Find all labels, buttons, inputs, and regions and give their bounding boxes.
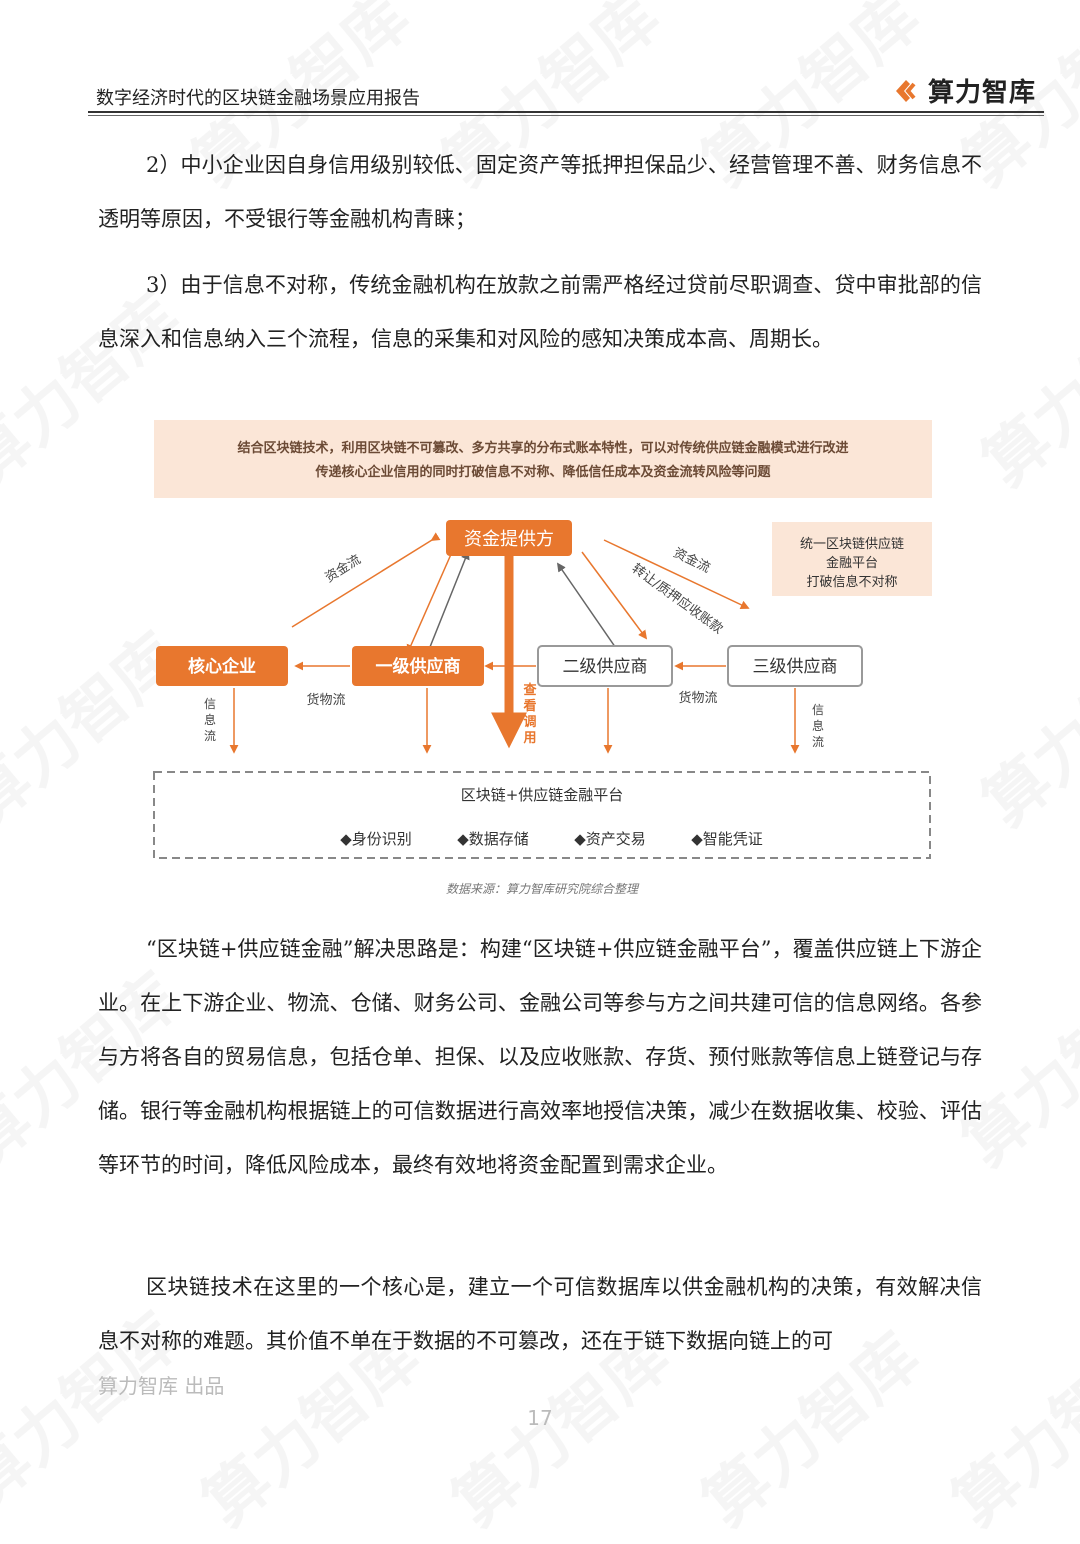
- note-line-1: 统一区块链供应链: [800, 536, 904, 552]
- platform-title: 区块链+供应链金融平台: [461, 786, 624, 804]
- note-line-3: 打破信息不对称: [806, 574, 897, 590]
- query-label-3: 调: [523, 715, 536, 730]
- node-capital-provider: [446, 520, 572, 556]
- capital-flow-label-left: 资金流: [322, 551, 364, 585]
- node-tier3-supplier: [727, 645, 863, 687]
- report-title: 数字经济时代的区块链金融场景应用报告: [96, 88, 420, 109]
- goods-flow-label-left: 货物流: [306, 692, 345, 708]
- info-flow-left-3: 流: [204, 729, 216, 743]
- intro-banner: [154, 420, 932, 498]
- node-tier2-supplier: [537, 645, 673, 687]
- provider-to-tier2-arrow: [581, 551, 648, 640]
- info-flow-right-3: 流: [812, 735, 824, 749]
- info-flow-left-1: 信: [204, 697, 216, 711]
- brand-chevron-icon: [895, 79, 916, 102]
- capital-flow-arrow-left: [291, 532, 441, 628]
- query-label-2: 看: [523, 698, 536, 714]
- banner-line-1: 结合区块链技术，利用区块链不可篡改、多方共享的分布式账本特性，可以对传统供应链金…: [237, 440, 848, 456]
- platform-feature-certificate: ◆智能凭证: [691, 830, 763, 848]
- goods-flow-label-right: 货物流: [678, 690, 717, 706]
- node-tier2-supplier-label: 二级供应商: [563, 657, 648, 677]
- capital-flow-label-right: 资金流: [671, 545, 713, 576]
- transfer-label: 转让/质押应收账款: [629, 560, 726, 637]
- info-flow-right-1: 信: [812, 703, 824, 717]
- brand-name: 算力智库: [927, 78, 1036, 108]
- platform-feature-identity: ◆身份识别: [340, 830, 412, 848]
- paragraph-2: 3）由于信息不对称，传统金融机构在放款之前需严格经过贷前尽职调查、贷中审批部的信…: [98, 273, 982, 351]
- banner-line-2: 传递核心企业信用的同时打破信息不对称、降低信任成本及资金流转风险等问题: [314, 464, 771, 480]
- query-label-4: 用: [522, 731, 536, 746]
- paragraph-4: 区块链技术在这里的一个核心是，建立一个可信数据库以供金融机构的决策，有效解决信息…: [98, 1275, 982, 1353]
- node-capital-provider-label: 资金提供方: [464, 529, 554, 550]
- page-number: 17: [527, 1406, 553, 1430]
- figure-source: 数据来源：算力智库研究院综合整理: [446, 882, 640, 896]
- query-label-1: 查: [522, 682, 537, 698]
- paragraph-1: 2）中小企业因自身信用级别较低、固定资产等抵押担保品少、经营管理不善、财务信息不…: [98, 153, 982, 231]
- node-tier1-supplier-label: 一级供应商: [376, 656, 461, 677]
- platform-feature-storage: ◆数据存储: [457, 830, 529, 848]
- node-core-enterprise: [156, 646, 288, 686]
- provider-to-tier1-arrow: [406, 551, 453, 654]
- node-core-enterprise-label: 核心企业: [188, 656, 256, 677]
- footer-publisher: 算力智库 出品: [98, 1374, 225, 1398]
- capital-flow-arrow-right: [603, 539, 750, 609]
- info-flow-left-2: 息: [204, 712, 216, 727]
- supply-chain-finance-diagram: 结合区块链技术，利用区块链不可篡改、多方共享的分布式账本特性，可以对传统供应链金…: [150, 412, 940, 902]
- info-flow-right-2: 息: [812, 718, 824, 733]
- tier1-to-provider-arrow: [427, 550, 470, 653]
- blockchain-platform-box: [153, 771, 931, 859]
- paragraph-3: “区块链+供应链金融”解决思路是：构建“区块链+供应链金融平台”，覆盖供应链上下…: [98, 937, 982, 1177]
- brand-logo: 算力智库: [892, 72, 1036, 109]
- page-header: 数字经济时代的区块链金融场景应用报告 算力智库: [96, 66, 1044, 112]
- platform-feature-trading: ◆资产交易: [574, 830, 646, 848]
- note-line-2: 金融平台: [826, 555, 878, 571]
- tier2-to-provider-arrow: [556, 562, 621, 655]
- node-tier1-supplier: [352, 646, 484, 686]
- node-tier3-supplier-label: 三级供应商: [753, 657, 838, 677]
- watermark: 算力智库: [970, 619, 1080, 842]
- header-rule-thin: [88, 115, 1044, 116]
- platform-note-box: [772, 522, 932, 596]
- header-rule: [88, 111, 1044, 113]
